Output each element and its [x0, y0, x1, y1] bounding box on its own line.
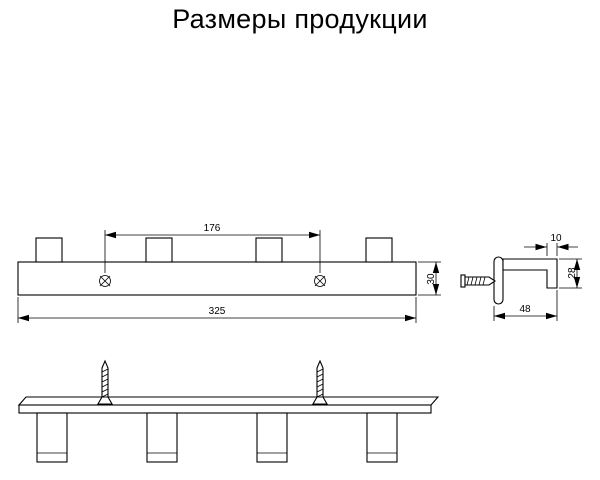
dim-label-hole-spacing: 176 — [204, 223, 221, 234]
screw-vertical-left-icon — [97, 359, 113, 405]
dim-hole-spacing: 176 — [104, 223, 321, 273]
hook-bottom-1 — [36, 412, 68, 463]
dim-hook-depth: 48 — [493, 290, 558, 321]
dim-label-hook-depth: 48 — [519, 304, 531, 315]
rail-front-face — [18, 404, 432, 414]
screw-side-icon — [460, 274, 496, 288]
hook-bottom-3 — [256, 412, 288, 463]
hook-bottom-2 — [146, 412, 178, 463]
dim-hook-height: 28 — [559, 258, 582, 289]
screw-threads — [466, 276, 486, 286]
hook-bottom-4 — [366, 412, 398, 463]
screw-threads — [101, 368, 109, 398]
dim-rail-height: 30 — [418, 261, 441, 296]
hook-profile — [502, 258, 558, 289]
dim-label-hook-height: 28 — [567, 267, 578, 279]
rail-front — [17, 261, 417, 296]
page-title: Размеры продукции — [172, 4, 428, 34]
hook-3 — [255, 237, 283, 263]
rail-top-face — [17, 396, 440, 406]
side-view: 10 28 48 — [460, 233, 582, 321]
screw-head-right-icon — [314, 275, 326, 287]
front-view: 176 325 30 — [17, 223, 441, 323]
hook-4 — [365, 237, 393, 263]
dim-label-rail-height: 30 — [426, 273, 437, 285]
screw-vertical-right-icon — [312, 359, 328, 405]
hook-2 — [145, 237, 173, 263]
screw-head-left-icon — [99, 275, 111, 287]
bottom-view — [17, 359, 440, 463]
dim-label-total-length: 325 — [209, 306, 226, 317]
hook-1 — [35, 237, 63, 263]
dim-label-hook-tip: 10 — [550, 233, 562, 244]
dim-total-length: 325 — [17, 297, 417, 323]
mounting-plate — [493, 256, 504, 305]
dim-hook-tip: 10 — [524, 233, 578, 256]
